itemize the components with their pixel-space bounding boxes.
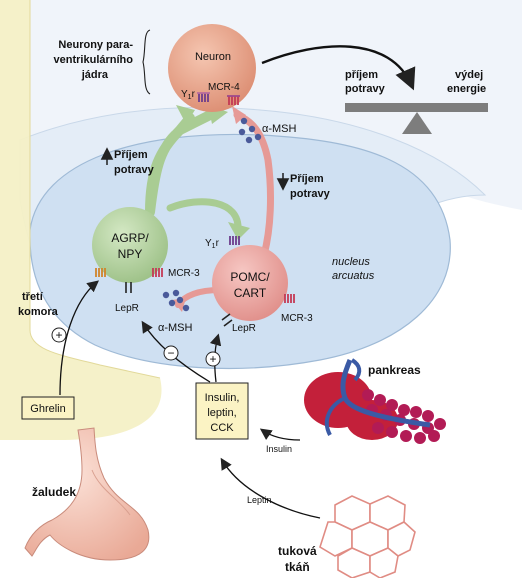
mcr3-receptor-left — [152, 268, 163, 277]
mcr3-left-label: MCR-3 — [168, 268, 200, 279]
y1r-top-label: Y1r — [181, 89, 196, 101]
third-ventricle-line1: třetí — [22, 291, 44, 303]
third-ventricle-region — [0, 0, 162, 440]
intake-down-line2: potravy — [290, 188, 331, 200]
balance-scale — [345, 103, 488, 134]
leptin-arrow — [220, 457, 321, 519]
lepr-right-receptor — [221, 313, 233, 327]
intake-up-line1: Příjem — [114, 149, 148, 161]
arrow-to-balance — [261, 45, 416, 91]
mcr4-receptor — [227, 95, 240, 105]
signals-line1: Insulin, — [205, 392, 240, 404]
y1r-receptor-top — [197, 92, 210, 102]
agrp-label-line2: NPY — [118, 247, 143, 261]
nucleus-label-line1: nucleus — [332, 256, 370, 268]
amsh-bottom-label: α-MSH — [158, 322, 193, 334]
ghrelin-label: Ghrelin — [30, 403, 65, 415]
intake-down-line1: Příjem — [290, 173, 324, 185]
leptin-arrow-label: Leptin — [247, 495, 272, 505]
y1r-receptor-bottom — [229, 236, 240, 245]
agrp-minus-badge — [163, 345, 179, 361]
insulin-arrow-label: Insulin — [266, 444, 292, 454]
pvn-label-line3: jádra — [81, 69, 109, 81]
balance-right-line1: výdej — [455, 69, 483, 81]
stomach-label: žaludek — [32, 485, 76, 499]
mcr4-label: MCR-4 — [208, 82, 240, 93]
adipose-label-line2: tkáň — [285, 560, 310, 574]
adipose-label-line1: tuková — [278, 544, 317, 558]
amsh-vesicles-bottom — [162, 289, 190, 312]
pomc-plus-badge — [205, 351, 221, 367]
pancreas-illustration — [304, 358, 446, 444]
insulin-arrow — [259, 428, 301, 441]
pomc-label-line2: CART — [234, 286, 267, 300]
agrp-npy-neuron — [92, 207, 168, 283]
y1r-bottom-label: Y1r — [205, 238, 220, 250]
pomc-cart-neuron — [212, 245, 288, 321]
balance-left-line2: potravy — [345, 83, 386, 95]
lepr-left-label: LepR — [115, 303, 139, 314]
agrp-terminal-left — [176, 105, 195, 124]
third-ventricle-line2: komora — [18, 306, 59, 318]
mcr3-right-label: MCR-3 — [281, 313, 313, 324]
intake-up-line2: potravy — [114, 164, 155, 176]
mcr3-receptor-right — [284, 294, 295, 303]
adipose-tissue-illustration — [319, 495, 416, 578]
amsh-top-label: α-MSH — [262, 123, 297, 135]
pomc-axon — [233, 111, 274, 266]
pancreas-label: pankreas — [368, 363, 421, 377]
agrp-axon — [145, 110, 215, 217]
pomc-plus-sign: + — [209, 352, 216, 366]
signals-box — [195, 382, 249, 440]
pvn-neuron-label: Neuron — [195, 51, 231, 63]
signals-line3: CCK — [210, 422, 234, 434]
agrp-label-line1: AGRP/ — [111, 231, 149, 245]
nucleus-label-line2: arcuatus — [332, 270, 375, 282]
amsh-vesicles-top — [238, 117, 262, 144]
signals-line2: leptin, — [207, 407, 236, 419]
pvn-neuron — [168, 24, 256, 112]
ghrelin-receptor — [95, 268, 106, 277]
pvn-label-line2: ventrikulárního — [54, 54, 134, 66]
ghrelin-arrow — [59, 280, 100, 396]
pomc-label-line1: POMC/ — [230, 270, 270, 284]
balance-right-line2: energie — [447, 83, 486, 95]
agrp-minus-sign: − — [167, 346, 174, 360]
lepr-left-receptor — [125, 282, 132, 293]
ghrelin-plus-sign: + — [55, 328, 62, 342]
balance-left-line1: příjem — [345, 69, 378, 81]
ghrelin-plus-badge — [51, 327, 67, 343]
ghrelin-box — [21, 396, 75, 420]
pvn-label-line1: Neurony para- — [58, 39, 133, 51]
lepr-right-label: LepR — [232, 323, 256, 334]
pvn-brace — [142, 29, 151, 95]
stomach-illustration — [24, 427, 150, 561]
